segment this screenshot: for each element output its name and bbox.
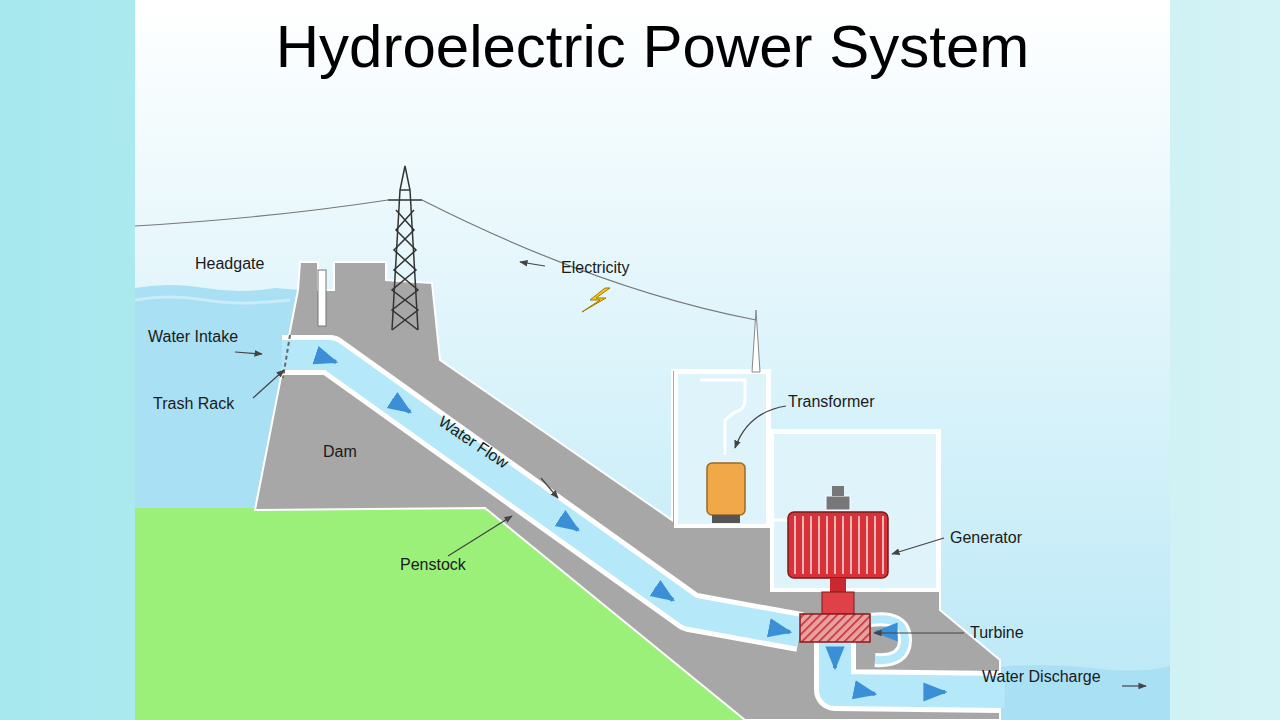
label-box: Penstock <box>400 556 466 574</box>
leader-lines <box>235 262 1146 686</box>
part-label: Dam <box>323 443 357 460</box>
label-box: Dam <box>323 443 357 461</box>
part-label: Transformer <box>788 393 875 410</box>
label-box: Headgate <box>195 255 264 273</box>
transformer <box>707 463 745 515</box>
part-label: Water Intake <box>148 328 238 345</box>
part-label: Water Discharge <box>982 668 1101 685</box>
part-label: Headgate <box>195 255 264 272</box>
lightning-bolt <box>582 288 610 312</box>
sky-panel <box>135 0 1170 720</box>
power-line <box>422 200 756 320</box>
generator-house <box>772 432 938 590</box>
part-label: Generator <box>950 529 1022 546</box>
part-label: Turbine <box>970 624 1024 641</box>
generator <box>788 512 888 578</box>
dam-body <box>255 262 1000 720</box>
title-box: Hydroelectric Power System <box>135 12 1170 81</box>
transformer-house <box>676 372 768 526</box>
transmission-tower <box>388 166 422 330</box>
penstock-water <box>282 355 800 632</box>
label-box: Turbine <box>970 624 1024 642</box>
label-box: Electricity <box>561 259 629 277</box>
headgate <box>318 270 326 326</box>
turbine <box>800 614 870 642</box>
label-box: Water Discharge <box>982 668 1101 686</box>
part-label: Trash Rack <box>153 395 234 412</box>
label-box: Generator <box>950 529 1022 547</box>
penstock-wall <box>282 355 800 632</box>
discharge-water <box>835 640 1005 692</box>
power-line <box>135 200 388 226</box>
trash-rack <box>283 335 290 378</box>
label-box: Trash Rack <box>153 395 234 413</box>
flow-arrows <box>318 356 945 694</box>
label-box: Water Intake <box>148 328 238 346</box>
part-label: Penstock <box>400 556 466 573</box>
label-box: Transformer <box>788 393 875 411</box>
part-label: Electricity <box>561 259 629 276</box>
diagram-title: Hydroelectric Power System <box>276 13 1030 80</box>
